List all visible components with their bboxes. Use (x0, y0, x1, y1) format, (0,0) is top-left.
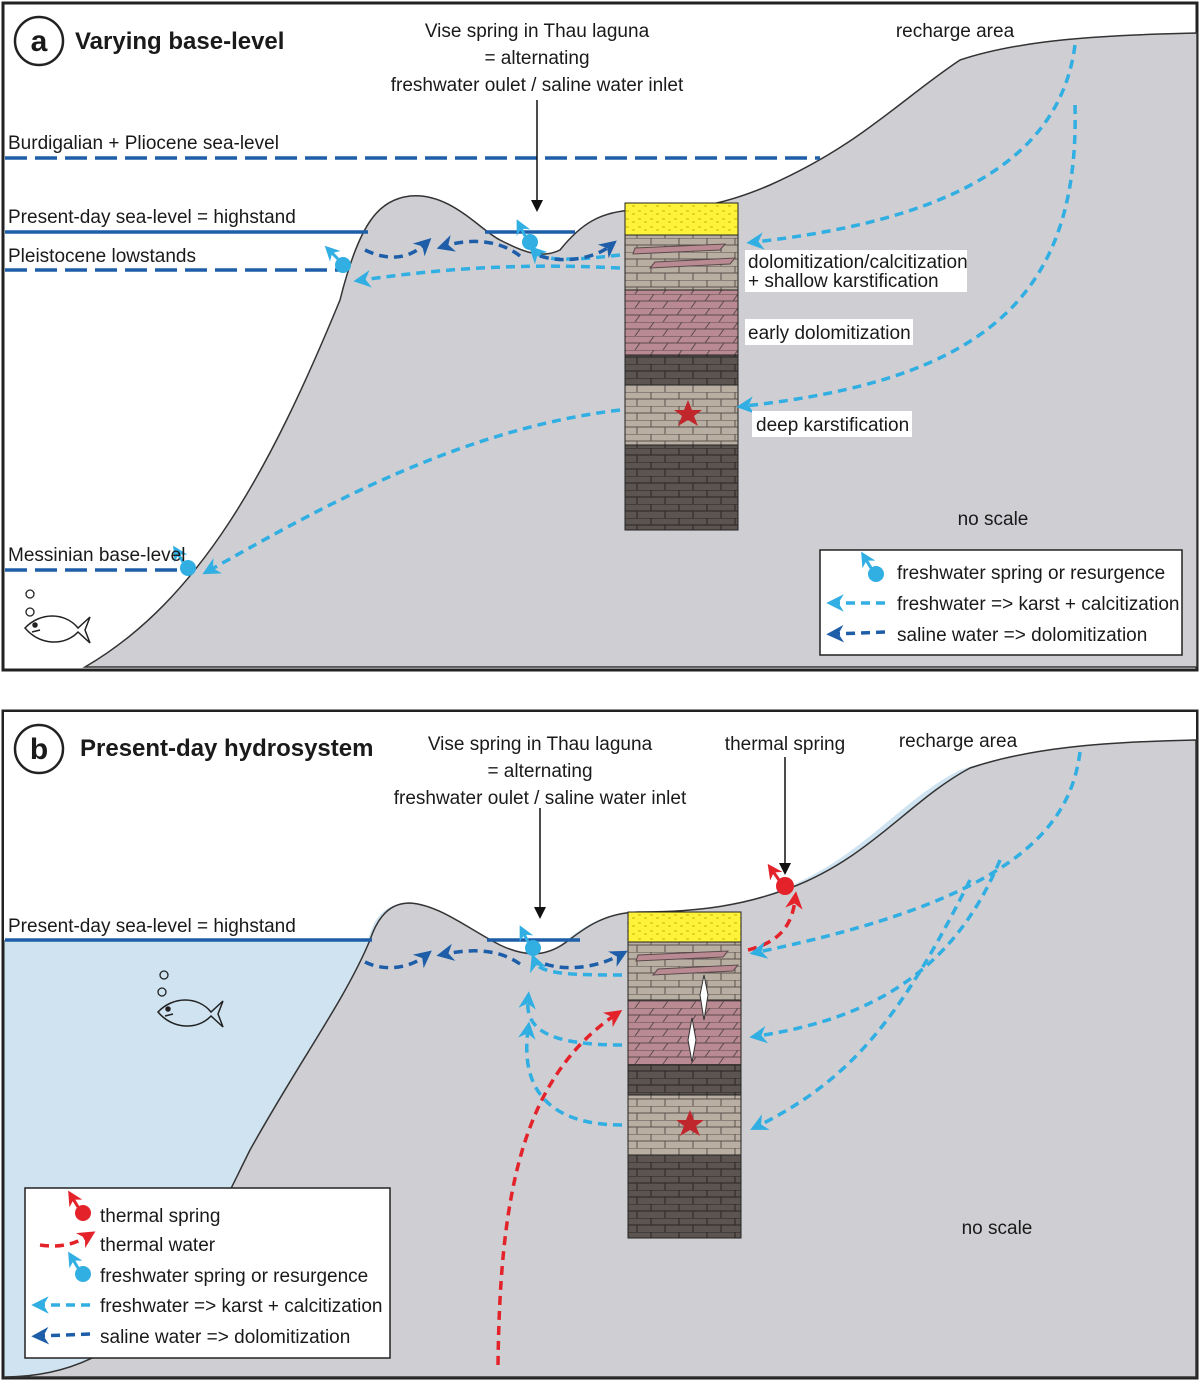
vise-spring-label-line2: = alternating (484, 48, 589, 69)
spring-arrow-icon (68, 1251, 83, 1269)
legend-fresh-label-b: freshwater => karst + calcitization (100, 1296, 383, 1317)
pointer-arrow (531, 200, 543, 212)
bubble-icon (25, 589, 35, 599)
bubble-icon (25, 607, 35, 617)
legend-saline-label-b: saline water => dolomitization (100, 1327, 350, 1348)
saline-arrows-b (364, 943, 628, 970)
thermal-spring-label: thermal spring (725, 734, 845, 755)
shallow-karst-label: + shallow karstification (748, 271, 939, 292)
label-bg (745, 250, 967, 292)
pointer-arrow (534, 907, 546, 919)
panel-b-letter: b (30, 733, 48, 766)
legend-a: freshwater spring or resurgence freshwat… (819, 549, 1183, 656)
dolomitization-label: dolomitization/calcitization (748, 252, 968, 273)
saline-arrows-a (364, 235, 617, 262)
freshwater-arrows-b (518, 751, 1082, 1130)
present-day-label-b: Present-day sea-level = highstand (8, 916, 296, 937)
legend-b: thermal spring thermal water freshwater … (24, 1187, 391, 1359)
present-day-label-a: Present-day sea-level = highstand (8, 207, 296, 228)
label-bg (745, 319, 913, 345)
star-icon (676, 1110, 704, 1136)
spring-icon (516, 219, 538, 250)
early-dolomitization-label: early dolomitization (748, 323, 911, 344)
panel-a-circle (13, 15, 65, 67)
recharge-area-label-b: recharge area (899, 731, 1018, 752)
vise-spring-label-b-line3: freshwater oulet / saline water inlet (394, 788, 687, 809)
panel-a: a Varying base-level Vise spring in Thau… (1, 1, 1199, 672)
vise-spring-label-line1: Vise spring in Thau laguna (425, 21, 650, 42)
strat-column-a (624, 202, 739, 531)
fracture-icon (687, 1017, 697, 1063)
panel-b: b Present-day hydrosystem Vise spring in… (1, 709, 1199, 1380)
legend-fresh-label: freshwater => karst + calcitization (897, 594, 1180, 615)
spring-icon (324, 245, 351, 273)
thermal-spring-icon (75, 1205, 91, 1221)
legend-thermal-water-label: thermal water (100, 1235, 216, 1256)
fish-icon (156, 999, 224, 1028)
label-bg (752, 411, 912, 437)
pleistocene-label: Pleistocene lowstands (8, 246, 196, 267)
panel-a-letter: a (31, 25, 48, 58)
star-icon (674, 400, 702, 426)
legend-spring-label-b: freshwater spring or resurgence (100, 1266, 368, 1287)
burdigalian-label: Burdigalian + Pliocene sea-level (8, 133, 279, 154)
thermal-spring-arrow-icon (68, 1190, 83, 1208)
saline-arrow-icon (826, 624, 886, 643)
saline-arrow-icon (31, 1326, 91, 1345)
deep-karst-label: deep karstification (756, 415, 909, 436)
vise-spring-label-b-line1: Vise spring in Thau laguna (428, 734, 653, 755)
spring-icon (173, 545, 196, 576)
thermal-spring-icon (767, 863, 794, 895)
panel-b-title: Present-day hydrosystem (80, 735, 373, 762)
legend-saline-label: saline water => dolomitization (897, 625, 1147, 646)
legend-thermal-spring-label: thermal spring (100, 1206, 220, 1227)
no-scale-label-b: no scale (962, 1218, 1033, 1239)
vise-spring-label-b-line2: = alternating (487, 761, 592, 782)
freshwater-arrows-a (202, 44, 1077, 575)
no-scale-label-a: no scale (958, 509, 1029, 530)
panel-b-circle (13, 723, 65, 775)
bubble-icon (159, 970, 169, 980)
pointer-arrow (779, 863, 791, 875)
panel-a-title: Varying base-level (75, 28, 284, 55)
bubble-icon (157, 987, 167, 997)
fish-icon (23, 615, 91, 644)
thermal-water-arrow-icon (39, 1231, 96, 1249)
terrain-b-sky (4, 712, 1196, 953)
spring-icon (868, 566, 884, 582)
fracture-icon (699, 974, 709, 1021)
spring-arrow-icon (861, 551, 876, 569)
recharge-area-label-a: recharge area (896, 21, 1015, 42)
strat-column-b (627, 911, 742, 1239)
vise-spring-label-line3: freshwater oulet / saline water inlet (391, 75, 684, 96)
legend-spring-label: freshwater spring or resurgence (897, 563, 1165, 584)
spring-icon (519, 925, 541, 956)
spring-icon (75, 1266, 91, 1282)
messinian-label: Messinian base-level (8, 545, 185, 566)
